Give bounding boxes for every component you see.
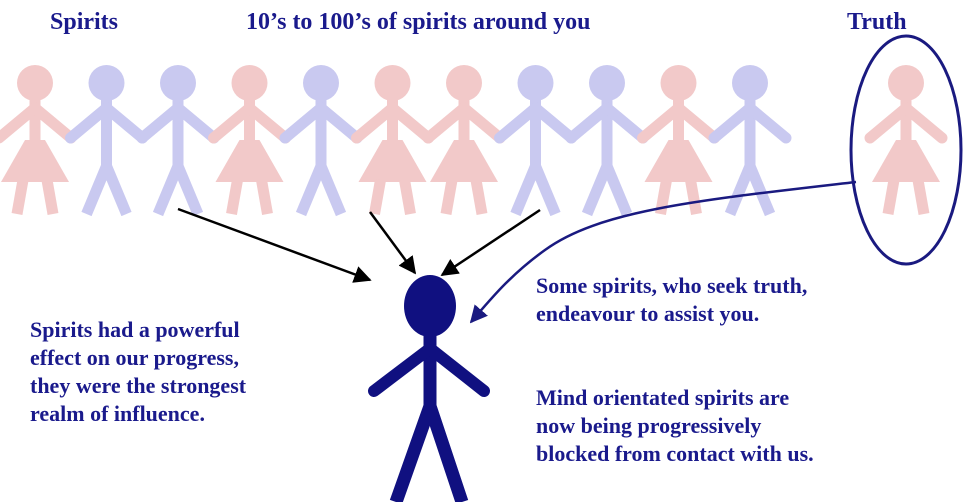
text-line: Spirits had a powerful: [30, 317, 240, 342]
male-spirit-figure: [65, 65, 148, 217]
text-line: now being progressively: [536, 413, 762, 438]
text-line: endeavour to assist you.: [536, 301, 760, 326]
female-spirit-figure: [208, 65, 291, 215]
spirits-heading: Spirits: [50, 9, 119, 35]
truth-assist-arrow: [469, 180, 857, 324]
person-figure: [368, 275, 490, 502]
truth-spirits-text: Some spirits, who seek truth, endeavour …: [536, 272, 807, 328]
male-spirit-figure: [565, 65, 649, 217]
text-line: effect on our progress,: [30, 345, 239, 370]
spirit-figure-row: [0, 65, 792, 217]
spirits-count-heading: 10’s to 100’s of spirits around you: [246, 9, 591, 35]
male-spirit-figure: [494, 65, 577, 217]
female-spirit-figure: [864, 65, 948, 215]
truth-spirit-figure: [864, 65, 948, 215]
female-spirit-figure: [351, 65, 434, 215]
influence-arrow-right: [440, 208, 541, 277]
mind-spirits-text: Mind orientated spirits are now being pr…: [536, 384, 814, 468]
text-line: they were the strongest: [30, 373, 247, 398]
text-line: Mind orientated spirits are: [536, 385, 790, 410]
male-spirit-figure: [708, 65, 792, 217]
female-spirit-figure: [422, 65, 506, 215]
influence-arrow-center: [368, 211, 417, 275]
text-line: blocked from contact with us.: [536, 441, 814, 466]
influence-arrow-left: [177, 207, 372, 283]
female-spirit-figure: [637, 65, 720, 215]
female-spirit-figure: [0, 65, 77, 215]
text-line: Some spirits, who seek truth,: [536, 273, 808, 298]
truth-heading: Truth: [847, 9, 907, 35]
male-spirit-figure: [279, 65, 363, 217]
male-spirit-figure: [136, 65, 220, 217]
truth-circle: [849, 34, 963, 266]
text-line: realm of influence.: [30, 401, 205, 426]
spirits-influence-text: Spirits had a powerful effect on our pro…: [30, 316, 246, 428]
